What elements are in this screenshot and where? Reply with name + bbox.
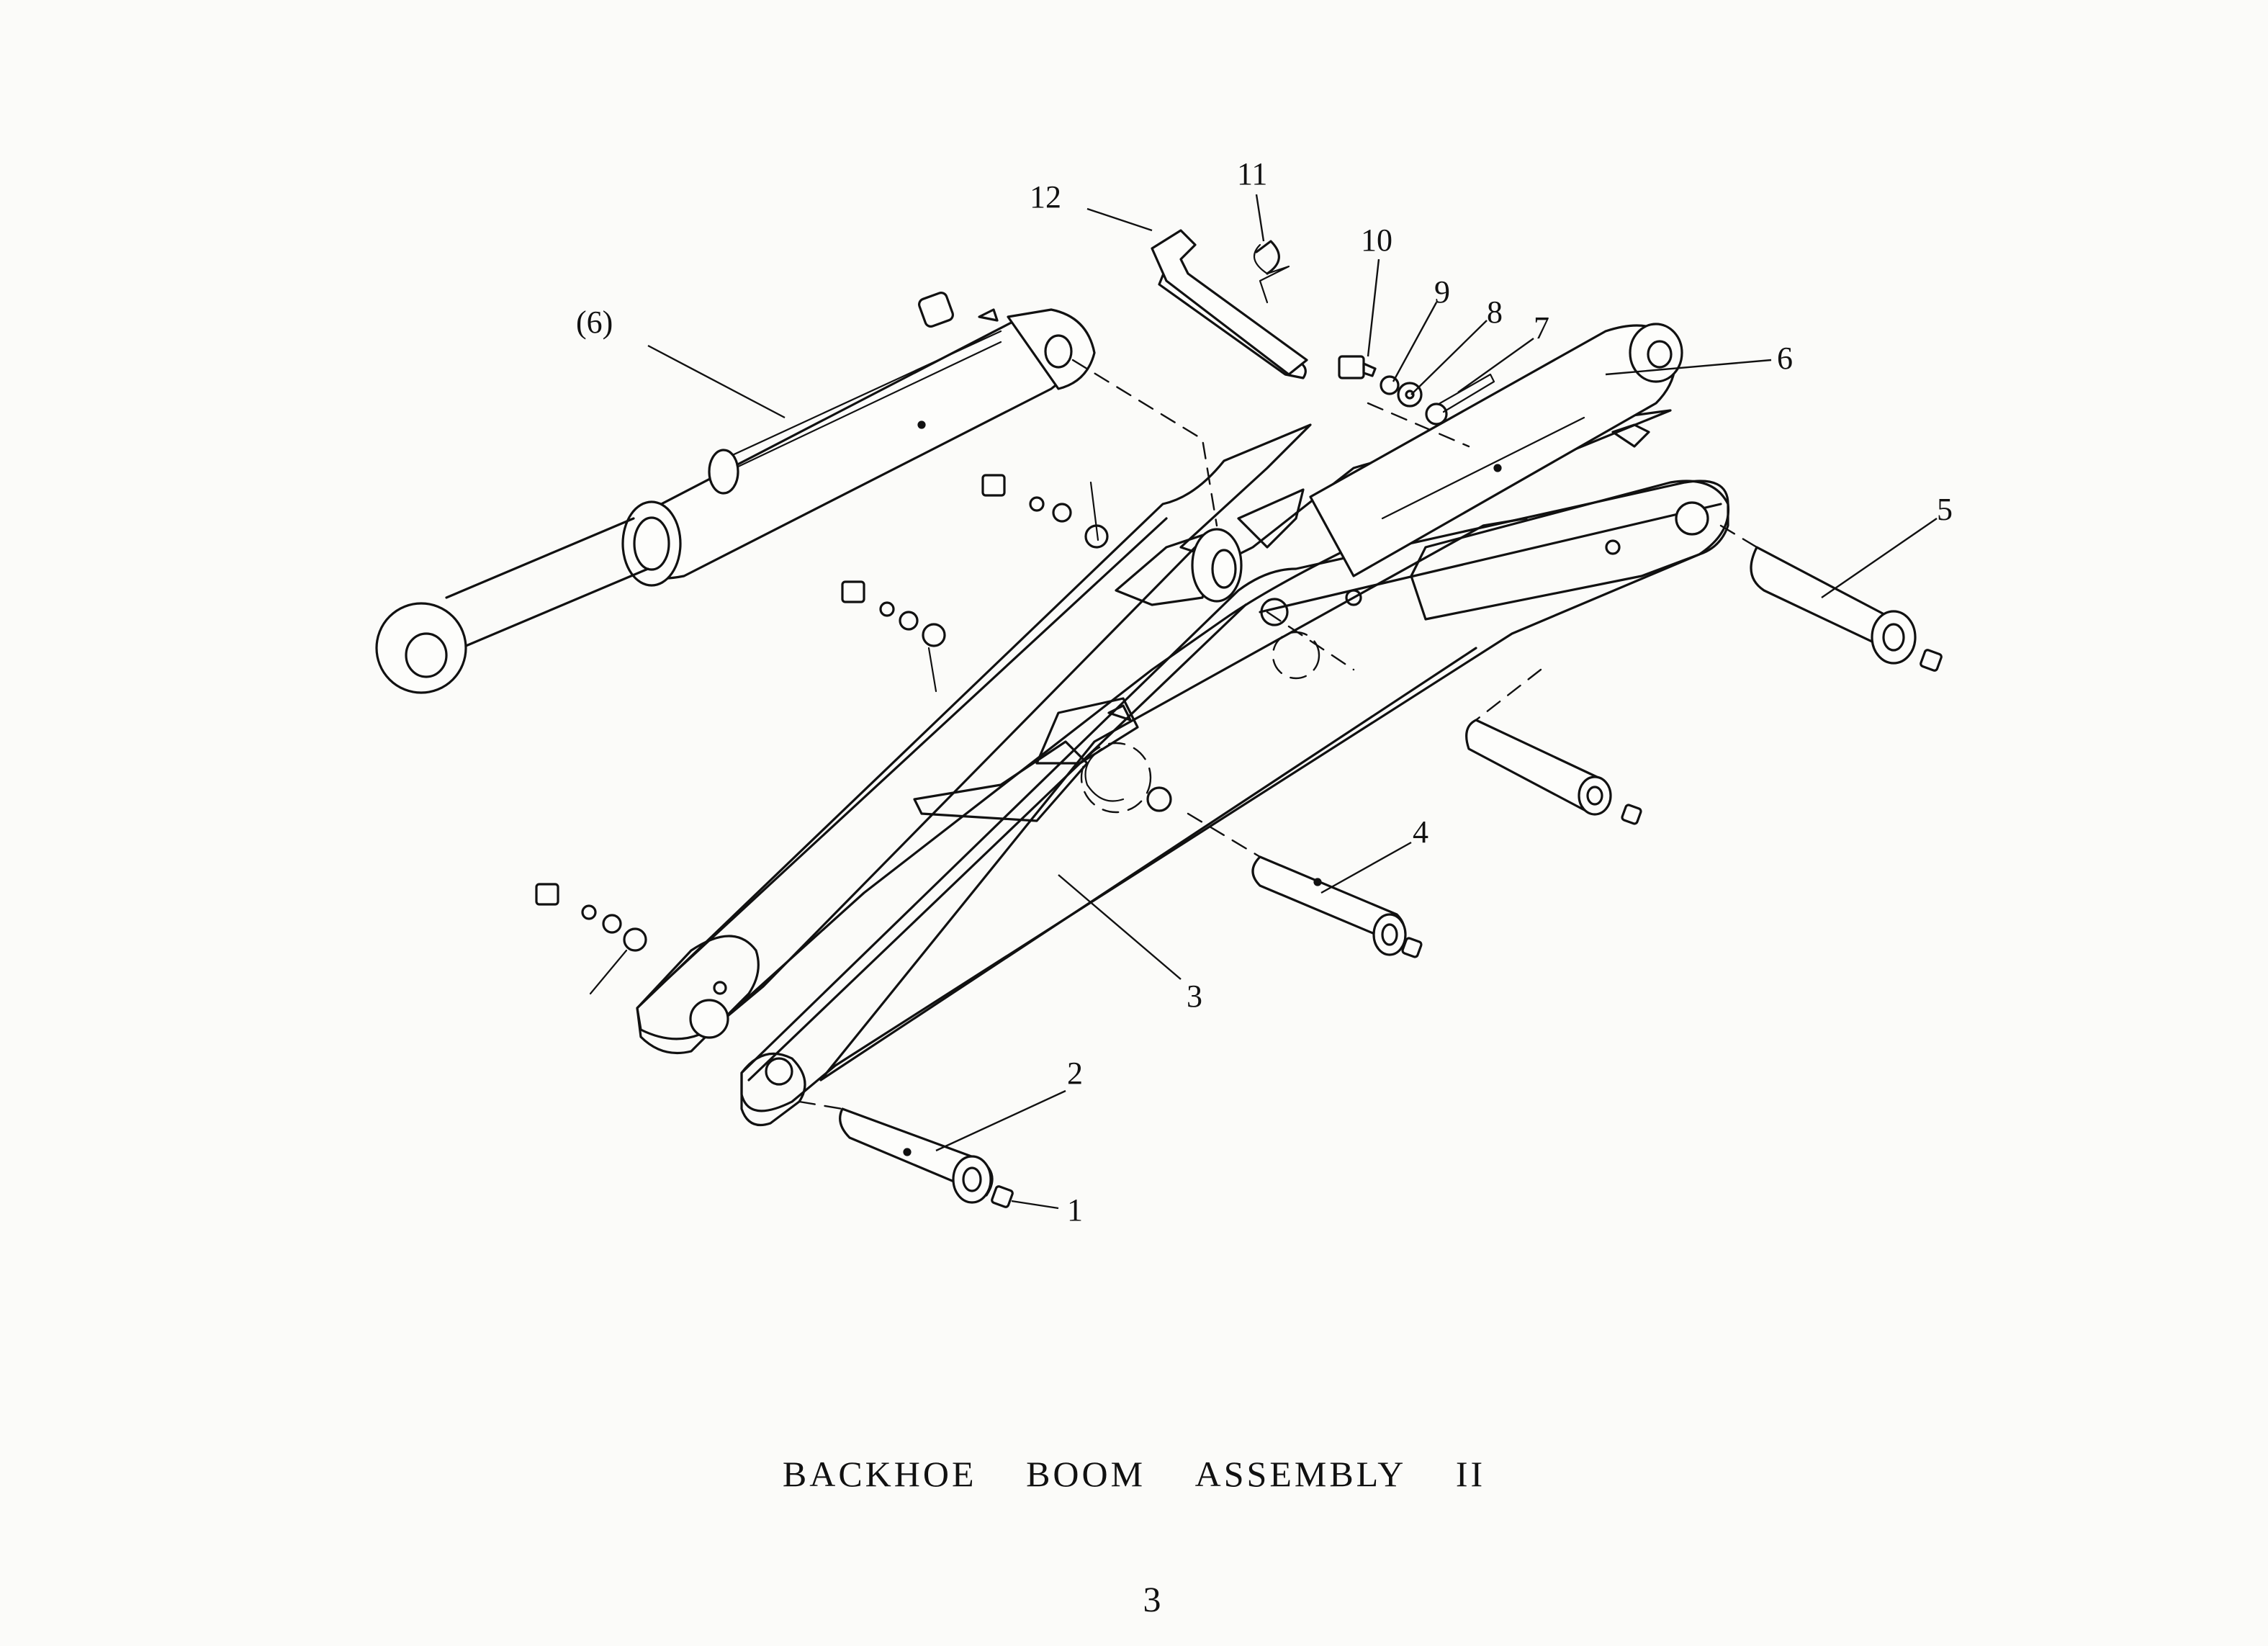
leader-lines (647, 194, 1938, 1210)
title-word: BOOM (1026, 1454, 1146, 1494)
callout-8: 8 (1487, 294, 1503, 330)
page-number: 3 (1143, 1579, 1161, 1619)
callout-4: 4 (1413, 814, 1428, 850)
pin-part-5 (1750, 546, 1943, 672)
hydraulic-cylinder-part-6-upper (375, 292, 1096, 694)
page-title: BACKHOE BOOM ASSEMBLY II (0, 1453, 2268, 1495)
callout-9: 9 (1434, 274, 1450, 310)
hydraulic-cylinder-part-6-right (1309, 323, 1683, 577)
pin-part-2 (839, 1107, 994, 1204)
title-word: ASSEMBLY (1194, 1454, 1407, 1494)
hardware-stack-left-upper (841, 580, 946, 693)
callout-6-ref: (6) (576, 305, 613, 340)
callout-3: 3 (1187, 979, 1202, 1014)
title-word: II (1455, 1454, 1486, 1494)
callout-5: 5 (1937, 492, 1953, 527)
callout-6: 6 (1777, 341, 1793, 376)
title-word: BACKHOE (782, 1454, 977, 1494)
hardware-stack-left-lower (535, 883, 647, 995)
pin-part-4 (1251, 855, 1423, 958)
pin-middle (1465, 719, 1642, 825)
callout-11: 11 (1237, 156, 1267, 192)
assembly-dashed-lines (798, 359, 1758, 1110)
callout-labels: 1 2 3 4 5 6 (6) 7 8 9 10 11 12 (576, 156, 1953, 1228)
callout-12: 12 (1030, 179, 1061, 215)
nut-part-1 (991, 1185, 1014, 1208)
callout-2: 2 (1067, 1056, 1083, 1091)
hardware-stack-middle (981, 474, 1109, 549)
pin-part-12-l-pin (1151, 229, 1308, 376)
callout-1: 1 (1067, 1192, 1083, 1228)
callout-7: 7 (1534, 310, 1549, 346)
hardware-stack-upper-right (1338, 355, 1495, 426)
callout-10: 10 (1361, 222, 1392, 258)
